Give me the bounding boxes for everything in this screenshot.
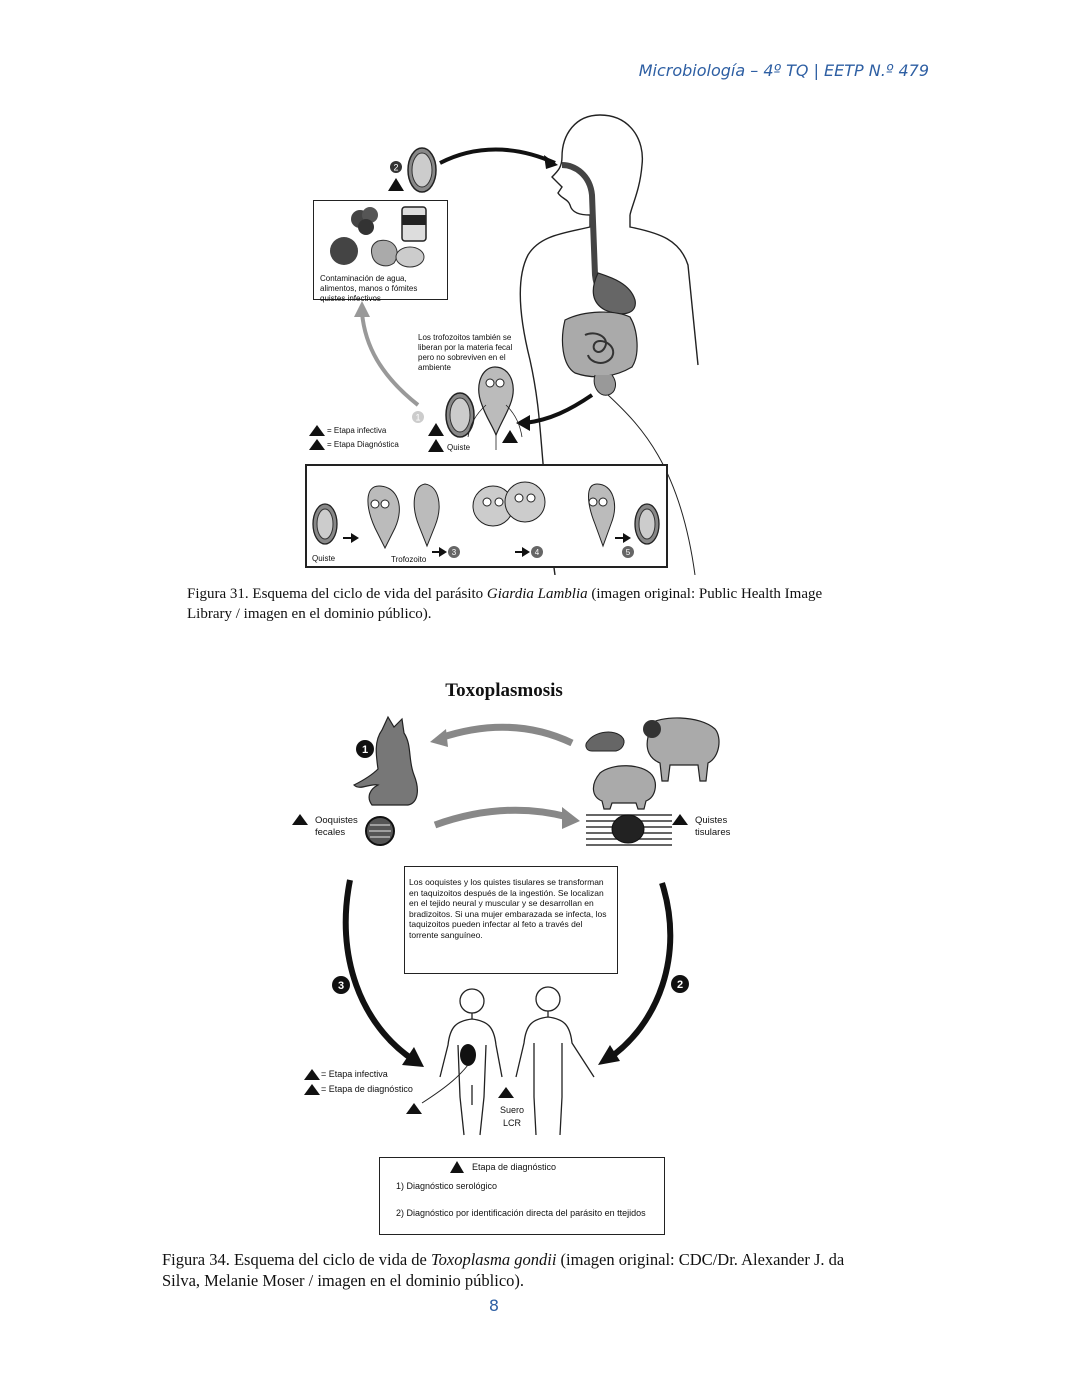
legend-diagnostic-text: = Etapa Diagnóstica: [327, 440, 399, 449]
oocysts-label: Ooquistes fecales: [315, 815, 358, 838]
cyst-label: Quiste: [447, 443, 471, 452]
small-intestine: [584, 332, 615, 364]
excreted-trophozoite: [478, 366, 514, 437]
sheep: [646, 717, 720, 782]
inset-trophozoite-label: Trofozoito: [391, 555, 427, 564]
contamination-box: Contaminación de agua, alimentos, manos …: [313, 200, 448, 303]
contaminated-items-illustration: [330, 206, 427, 268]
figure-31-caption: Figura 31. Esquema del ciclo de vida del…: [187, 586, 823, 622]
diagnostic-title: Etapa de diagnóstico: [472, 1162, 557, 1172]
diagnostic-icon: [450, 1161, 464, 1173]
svg-text:5: 5: [626, 548, 631, 557]
rectum: [593, 374, 616, 396]
toxo-title: Toxoplasmosis: [445, 680, 563, 701]
legend-infective-text: = Etapa infectiva: [327, 426, 387, 435]
replication-inset: 3 4 5: [305, 464, 668, 568]
page-number: 8: [488, 1296, 500, 1315]
infective-stage-icon: [388, 178, 404, 191]
legend-diagnostic-icon: [309, 439, 325, 450]
exit-path: [607, 394, 696, 576]
cycle-arrow-to-animals: [433, 806, 569, 829]
diagnostic-item-2: 2) Diagnóstico por identificación direct…: [396, 1208, 646, 1218]
step-2-marker: [671, 975, 689, 993]
step-4-marker: [531, 546, 543, 558]
fetus: [460, 1044, 476, 1066]
step-1-marker: [412, 411, 424, 423]
svg-text:2: 2: [677, 979, 683, 991]
pig: [592, 765, 656, 810]
page-header: Microbiología – 4º TQ | EETP N.º 479: [638, 61, 929, 80]
giardia-figure: 2 1: [300, 105, 700, 576]
tissue-cysts-label: Quistes tisulares: [695, 815, 731, 838]
svg-text:3: 3: [338, 980, 344, 992]
diagnostic-box: Etapa de diagnóstico 1) Diagnóstico sero…: [379, 1157, 665, 1235]
human-outline: [519, 114, 699, 576]
step-2-marker: [390, 161, 402, 173]
svg-text:3: 3: [452, 548, 457, 557]
excretion-arrow: [524, 393, 594, 425]
figure-34-caption: Figura 34. Esquema del ciclo de vida de …: [162, 1250, 845, 1290]
tissue-cyst-infective-icon: [672, 814, 688, 825]
step-3-marker: [448, 546, 460, 558]
svg-text:1: 1: [362, 744, 368, 756]
toxo-figure: 1 3 2: [290, 705, 750, 1155]
step-1-marker: [356, 740, 374, 758]
transformation-text: Los ooquistes y los quistes tisulares se…: [409, 877, 607, 940]
oocyst-infective-icon: [292, 814, 308, 825]
legend-infective-icon: [309, 425, 325, 436]
arrow-3: [342, 879, 417, 1064]
mouse: [585, 731, 625, 752]
diagnostic-item-1: 1) Diagnóstico serológico: [396, 1181, 498, 1191]
toxo-illustration: 1 3 2: [292, 715, 720, 1136]
toxo-legend-diagnostic-icon: [304, 1084, 320, 1095]
cycle-arrow-to-cat: [438, 723, 574, 747]
contamination-text: Contaminación de agua, alimentos, manos …: [320, 274, 418, 303]
lcr-label: LCR: [503, 1118, 522, 1128]
toxo-legend-diagnostic-text: = Etapa de diagnóstico: [321, 1084, 413, 1094]
trophozoite-note: Los trofozoitos también se liberan por l…: [418, 333, 513, 372]
step-3-marker: [332, 976, 350, 994]
replication-illustration: 3 4 5: [312, 481, 660, 558]
serum-label: Suero: [500, 1105, 525, 1115]
transformation-box: Los ooquistes y los quistes tisulares se…: [404, 866, 618, 974]
tissue-cyst: [586, 814, 672, 846]
giardia-illustration: 2 1: [309, 114, 699, 576]
svg-text:2: 2: [393, 163, 398, 173]
svg-text:4: 4: [535, 548, 540, 557]
toxo-legend-infective-icon: [304, 1069, 320, 1080]
ingestion-arrow: [439, 147, 556, 165]
human-figures: [439, 986, 595, 1136]
reinfection-arrow: [360, 312, 420, 407]
cat: [352, 715, 418, 806]
svg-text:1: 1: [415, 413, 420, 423]
arrow-2: [606, 882, 674, 1062]
toxo-legend-infective-text: = Etapa infectiva: [321, 1069, 388, 1079]
step-5-marker: [622, 546, 634, 558]
inset-cyst-label: Quiste: [312, 554, 336, 563]
large-intestine: [561, 311, 638, 378]
stomach: [592, 272, 636, 315]
